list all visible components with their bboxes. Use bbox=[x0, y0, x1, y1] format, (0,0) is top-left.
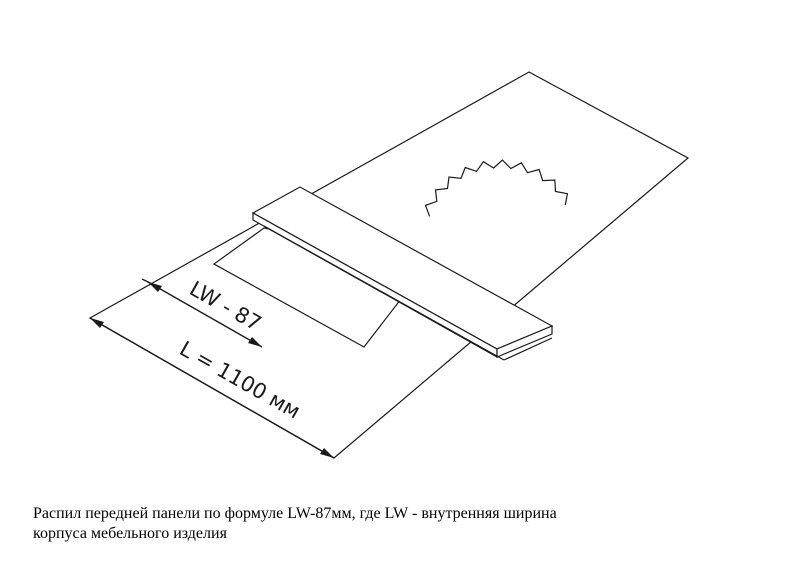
guide-rail-edge-2 bbox=[503, 337, 553, 361]
caption-line-1: Распил передней панели по формуле LW-87м… bbox=[33, 505, 557, 522]
guide-rail-top bbox=[251, 186, 554, 350]
saw-cut-diagram: LW - 87 L = 1100 мм bbox=[88, 71, 690, 459]
dimension-label-total: L = 1100 мм bbox=[176, 336, 305, 423]
caption-line-2: корпуса мебельного изделия bbox=[33, 525, 227, 542]
dimension-tick-inner bbox=[141, 278, 155, 286]
arrow-total-end bbox=[320, 448, 334, 458]
dimension-line-inner bbox=[147, 281, 263, 348]
dimension-line-total bbox=[89, 317, 335, 459]
saw-blade bbox=[424, 159, 569, 217]
guide-rail-edge bbox=[263, 225, 505, 361]
arrow-inner-end bbox=[248, 337, 262, 347]
arrow-total-start bbox=[90, 318, 104, 328]
caption: Распил передней панели по формуле LW-87м… bbox=[33, 504, 773, 544]
guide-rail-end bbox=[496, 325, 553, 358]
